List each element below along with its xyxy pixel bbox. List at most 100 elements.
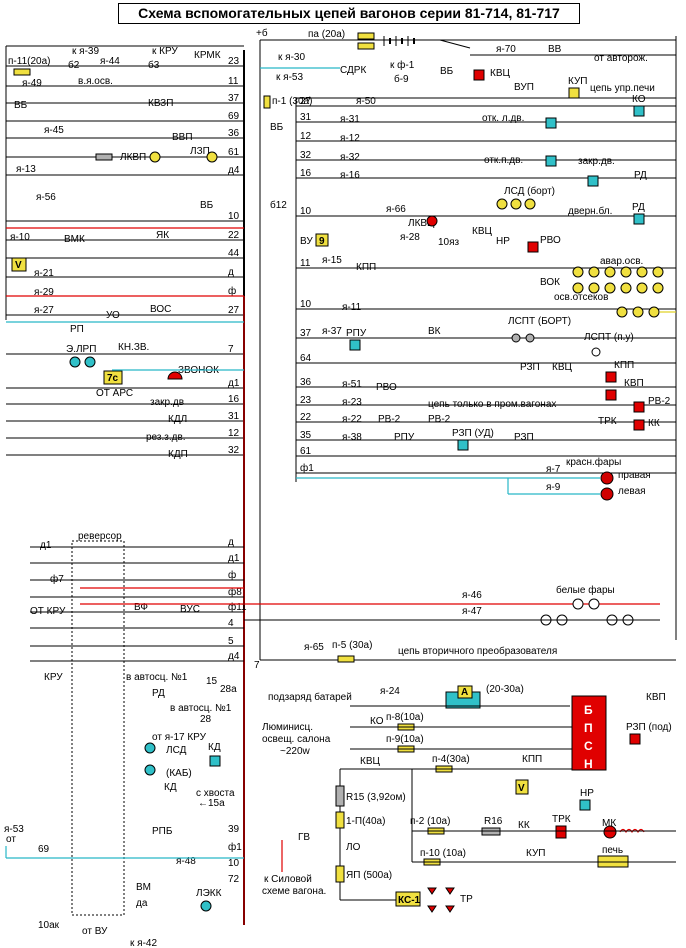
svg-text:7с: 7с <box>107 373 119 384</box>
reversor-wire-number: ф <box>228 569 236 581</box>
svg-text:я-38: я-38 <box>342 432 362 443</box>
svg-text:ВБ: ВБ <box>440 66 454 77</box>
svg-text:ОТ КРУ: ОТ КРУ <box>30 606 66 617</box>
svg-text:Люминисц.: Люминисц. <box>262 722 313 733</box>
svg-text:п-8(10а): п-8(10а) <box>386 712 424 723</box>
svg-text:д1: д1 <box>40 540 52 551</box>
svg-text:ЛКВП: ЛКВП <box>120 152 146 163</box>
svg-text:10ак: 10ак <box>38 920 60 931</box>
svg-text:в автосц. №1: в автосц. №1 <box>170 703 232 714</box>
svg-text:←15а: ←15а <box>198 798 225 809</box>
left-wire-number: 22 <box>228 230 240 241</box>
left-wire-number: 23 <box>228 56 240 67</box>
kpp-relay-icon <box>605 371 617 383</box>
left-wire-number: д4 <box>228 165 240 176</box>
svg-text:НР: НР <box>496 236 510 247</box>
svg-text:РЗП: РЗП <box>514 432 534 443</box>
svg-text:п-10 (10а): п-10 (10а) <box>420 848 466 859</box>
svg-text:МК: МК <box>602 818 616 829</box>
p11-fuse <box>13 68 31 76</box>
svg-text:72: 72 <box>228 874 240 885</box>
svg-text:КПП: КПП <box>356 262 376 273</box>
left-wire-number: 11 <box>228 76 239 87</box>
svg-text:схеме вагона.: схеме вагона. <box>262 886 326 897</box>
lrp-lamp-icon <box>84 356 96 368</box>
svg-text:ВБ: ВБ <box>270 122 284 133</box>
right-wire-number: 31 <box>300 112 312 123</box>
left-wire-number: 16 <box>228 394 240 405</box>
pa-fuse <box>357 32 375 40</box>
svg-text:отк. л.дв.: отк. л.дв. <box>482 113 524 124</box>
rpu-icon <box>349 339 361 351</box>
svg-text:п-2 (10а): п-2 (10а) <box>410 816 450 827</box>
svg-text:я-10: я-10 <box>10 232 30 243</box>
reversor-box <box>71 540 125 916</box>
svg-text:КУП: КУП <box>526 848 545 859</box>
svg-text:б12: б12 <box>270 199 287 211</box>
svg-text:я-23: я-23 <box>342 397 362 408</box>
svg-text:белые фары: белые фары <box>556 584 615 596</box>
svg-text:РВ-2: РВ-2 <box>428 414 451 425</box>
reversor-wire-number: д <box>228 537 234 548</box>
svg-text:к КРУ: к КРУ <box>152 46 178 57</box>
svg-text:я-70: я-70 <box>496 44 516 55</box>
svg-text:А: А <box>461 687 468 698</box>
svg-text:ВУ: ВУ <box>300 236 313 247</box>
ko-icon <box>633 105 645 117</box>
reversor-wire-number: ф8 <box>228 586 242 598</box>
svg-text:ВФ: ВФ <box>134 602 148 613</box>
lzp-lamp-icon <box>206 151 218 163</box>
svg-text:РПУ: РПУ <box>394 432 415 443</box>
svg-text:П: П <box>584 721 593 735</box>
svg-text:РЗП (под): РЗП (под) <box>626 722 672 733</box>
svg-text:Н: Н <box>584 757 593 771</box>
svg-text:авар.осв.: авар.осв. <box>600 256 643 267</box>
left-wire-number: 31 <box>228 411 240 422</box>
svg-text:ф1: ф1 <box>228 841 242 853</box>
svg-text:28а: 28а <box>220 684 237 695</box>
svg-text:осв.отсеков: осв.отсеков <box>554 292 608 303</box>
svg-text:РД: РД <box>634 170 647 181</box>
svg-text:подзаряд батарей: подзаряд батарей <box>268 691 352 703</box>
svg-text:ОТ АРС: ОТ АРС <box>96 388 133 399</box>
otk-l-dv-icon <box>545 117 557 129</box>
svg-text:РПУ: РПУ <box>346 328 367 339</box>
svg-text:я-51: я-51 <box>342 379 362 390</box>
right-wire-number: ф1 <box>300 462 314 474</box>
p1-fuse <box>263 95 271 109</box>
svg-text:КВЦ: КВЦ <box>552 362 572 373</box>
svg-text:к я-30: к я-30 <box>278 52 305 63</box>
svg-text:ЛСД: ЛСД <box>166 745 187 756</box>
left-wire-number: 12 <box>228 428 240 439</box>
svg-text:к я-53: к я-53 <box>276 72 303 83</box>
voltmeter-icon <box>11 257 27 272</box>
svg-text:КУП: КУП <box>568 76 587 87</box>
svg-text:РВО: РВО <box>376 382 397 393</box>
compressor-motor-icon <box>603 825 617 839</box>
rvo-icon <box>527 241 539 253</box>
kd-icon <box>209 755 221 767</box>
svg-text:КРМК: КРМК <box>194 50 221 61</box>
svg-text:освещ. салона: освещ. салона <box>262 734 331 745</box>
svg-text:КН.ЗВ.: КН.ЗВ. <box>118 342 149 353</box>
svg-text:цепь вторичного преобразовател: цепь вторичного преобразователя <box>398 645 557 657</box>
diagram-title: Схема вспомогательных цепей вагонов сери… <box>118 3 580 24</box>
svg-text:я-21: я-21 <box>34 268 54 279</box>
svg-text:закр.дв.: закр.дв. <box>578 156 615 167</box>
svg-text:я-24: я-24 <box>380 686 400 697</box>
right-wire-number: 61 <box>300 446 312 457</box>
zakr-dv-icon <box>587 175 599 187</box>
pa-fuse-2 <box>357 42 375 50</box>
svg-text:РВ-2: РВ-2 <box>378 414 401 425</box>
svg-text:ЛСД (борт): ЛСД (борт) <box>504 185 555 197</box>
svg-text:от авторож.: от авторож. <box>594 53 648 64</box>
svg-text:цепь упр.печи: цепь упр.печи <box>590 83 655 94</box>
bell-icon <box>167 371 183 380</box>
svg-text:я-45: я-45 <box>44 125 64 136</box>
right-wire-number: 37 <box>300 328 312 339</box>
svg-text:V: V <box>518 783 525 794</box>
right-wire-number: 23 <box>300 395 312 406</box>
